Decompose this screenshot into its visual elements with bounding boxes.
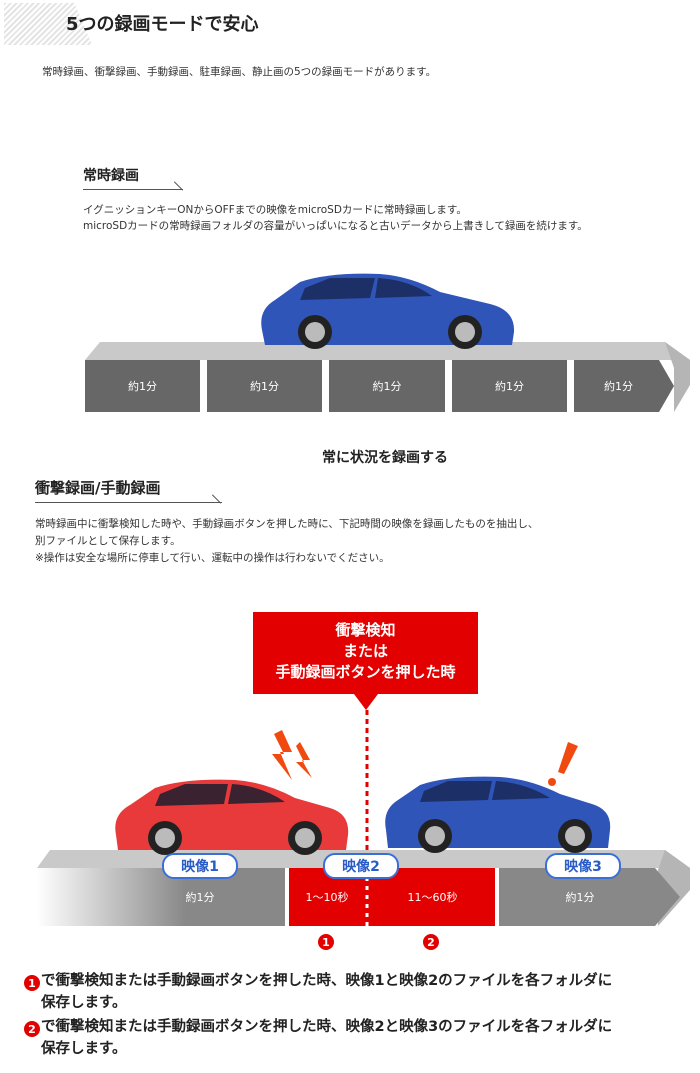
- marker-2: 2: [423, 934, 439, 950]
- continuous-line-2: microSDカードの常時録画フォルダの容量がいっぱいになると古いデータから上書…: [83, 220, 588, 232]
- note-2-text: で衝撃検知または手動録画ボタンを押した時、映像2と映像3のファイルを各フォルダに: [41, 1019, 613, 1035]
- continuous-heading: 常時録画: [83, 168, 139, 184]
- segment-4: 約1分: [452, 360, 567, 412]
- continuous-timeline-graphic: [85, 273, 690, 412]
- segment-after: 約1分: [565, 891, 595, 904]
- segment-before: 約1分: [185, 891, 215, 904]
- note-1-number: 1: [24, 975, 40, 991]
- segment-2: 約1分: [207, 360, 322, 412]
- segment-pre-trigger: 1〜10秒: [305, 891, 349, 904]
- segment-5: 約1分: [574, 360, 674, 412]
- heading-underline: [35, 502, 222, 503]
- trigger-callout: 衝撃検知 または 手動録画ボタンを押した時: [253, 612, 478, 694]
- blue-car-icon: [385, 776, 611, 853]
- continuous-caption: 常に状況を録画する: [322, 450, 448, 466]
- heading-underline: [83, 189, 183, 190]
- red-car-icon: [115, 779, 349, 855]
- note-1-cont: 保存します。: [41, 995, 127, 1011]
- note-2: 2 で衝撃検知または手動録画ボタンを押した時、映像2と映像3のファイルを各フォル…: [24, 1016, 612, 1060]
- note-1-text: で衝撃検知または手動録画ボタンを押した時、映像1と映像2のファイルを各フォルダに: [41, 973, 613, 989]
- impact-heading: 衝撃録画/手動録画: [35, 479, 161, 497]
- lightning-icon: [272, 730, 312, 780]
- note-2-cont: 保存します。: [41, 1041, 127, 1057]
- segment-1: 約1分: [85, 360, 200, 412]
- callout-line-1: 衝撃検知: [335, 621, 396, 639]
- video-3-label: 映像3: [545, 853, 621, 879]
- continuous-line-1: イグニッションキーONからOFFまでの映像をmicroSDカードに常時録画します…: [83, 204, 467, 216]
- video-2-label: 映像2: [323, 853, 399, 879]
- impact-line-2: 別ファイルとして保存します。: [35, 535, 181, 547]
- segment-post-trigger: 11〜60秒: [407, 891, 458, 904]
- video-1-label: 映像1: [162, 853, 238, 879]
- marker-1: 1: [318, 934, 334, 950]
- callout-line-2: または: [342, 642, 388, 660]
- page-title: 5つの録画モードで安心: [66, 14, 259, 35]
- callout-line-3: 手動録画ボタンを押した時: [275, 663, 456, 681]
- intro-text: 常時録画、衝撃録画、手動録画、駐車録画、静止画の5つの録画モードがあります。: [42, 66, 437, 78]
- impact-line-3: ※操作は安全な場所に停車して行い、運転中の操作は行わないでください。: [35, 552, 390, 564]
- note-2-number: 2: [24, 1021, 40, 1037]
- impact-line-1: 常時録画中に衝撃検知した時や、手動録画ボタンを押した時に、下記時間の映像を録画し…: [35, 518, 539, 530]
- blue-car-icon: [261, 273, 515, 349]
- exclamation-icon: [548, 742, 578, 786]
- segment-3: 約1分: [329, 360, 445, 412]
- note-1: 1 で衝撃検知または手動録画ボタンを押した時、映像1と映像2のファイルを各フォル…: [24, 970, 612, 1014]
